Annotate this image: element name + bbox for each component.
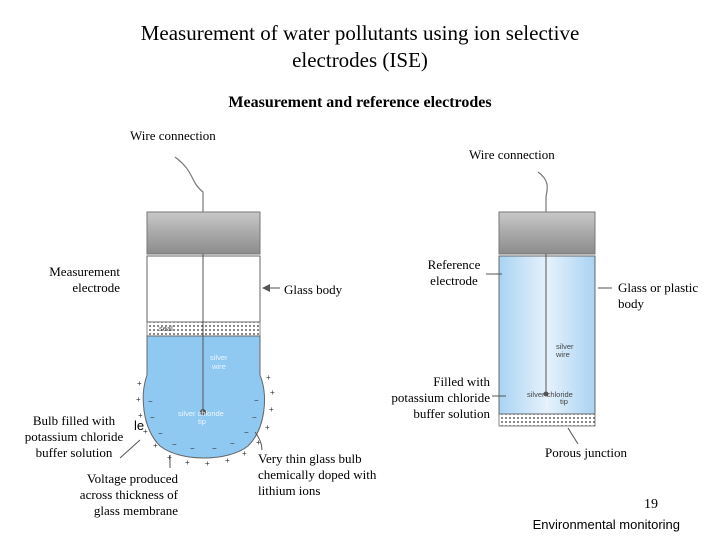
filled-with-label-line2: potassium chloride <box>391 390 490 405</box>
silver-wire-label-1: silver <box>210 353 228 362</box>
ref-silver-wire-label-1: silver <box>556 342 574 351</box>
measurement-silver-chloride-tip <box>200 409 206 415</box>
svg-text:+: + <box>269 405 274 414</box>
slide-title-line1: Measurement of water pollutants using io… <box>140 21 580 45</box>
reference-electrode: silver wire silver chloride tip <box>486 171 612 445</box>
filled-with-label-line1: Filled with <box>433 374 490 389</box>
membrane-charges: + + + + + + + + + + + + + + + − − − − − … <box>136 373 275 468</box>
svg-text:−: − <box>148 397 153 406</box>
glass-plastic-body-label: Glass or plastic body <box>618 280 698 312</box>
measurement-electrode-label: Measurement electrode <box>30 264 120 296</box>
thin-bulb-label-line3: lithium ions <box>258 483 321 498</box>
page-number: 19 <box>644 497 658 512</box>
measurement-wire-connection-label: Wire connection <box>130 128 216 143</box>
svg-text:+: + <box>270 388 275 397</box>
bulb-filled-label: Bulb filled with potassium chloride buff… <box>14 413 134 461</box>
thin-bulb-label-line1: Very thin glass bulb <box>258 451 362 466</box>
glass-body-label: Glass body <box>284 282 343 297</box>
svg-text:−: − <box>252 413 257 422</box>
reference-electrode-label-line2: electrode <box>430 273 478 288</box>
measurement-solution-bulb <box>142 335 265 459</box>
filled-with-label-line3: buffer solution <box>413 406 490 421</box>
svg-text:−: − <box>212 444 217 453</box>
svg-text:+: + <box>242 449 247 458</box>
reference-electrode-label: Reference electrode <box>412 257 496 289</box>
porous-junction-label: Porous junction <box>545 445 627 460</box>
thin-bulb-label-line2: chemically doped with <box>258 467 377 482</box>
glass-plastic-body-label-line2: body <box>618 296 644 311</box>
measurement-cap <box>146 211 261 255</box>
bulb-pointer <box>119 439 141 459</box>
svg-text:−: − <box>244 428 249 437</box>
reference-glass-body <box>498 255 596 415</box>
ref-silver-chloride-label-1: silver chloride <box>527 390 573 399</box>
svg-text:−: − <box>150 413 155 422</box>
seal-label: seal <box>159 324 173 333</box>
measurement-electrode-label-line1: Measurement <box>49 264 120 279</box>
reference-silver-chloride-tip <box>543 391 549 397</box>
svg-text:−: − <box>190 444 195 453</box>
svg-text:−: − <box>158 429 163 438</box>
bulb-filled-label-line3: buffer solution <box>35 445 113 460</box>
svg-text:−: − <box>172 440 177 449</box>
ref-silver-chloride-label-2: tip <box>560 397 568 406</box>
measurement-electrode-label-line2: electrode <box>72 280 120 295</box>
voltage-label: Voltage produced across thickness of gla… <box>48 471 178 519</box>
partial-label: le <box>134 418 145 433</box>
reference-cap <box>498 211 596 255</box>
silver-chloride-label-1: silver chloride <box>178 409 224 418</box>
svg-text:+: + <box>205 459 210 468</box>
glass-plastic-body-label-line1: Glass or plastic <box>618 280 699 295</box>
slide-subtitle: Measurement and reference electrodes <box>228 94 492 111</box>
svg-text:+: + <box>153 441 158 450</box>
reference-wire-connection-label: Wire connection <box>469 147 555 162</box>
svg-text:−: − <box>230 439 235 448</box>
thin-bulb-pointer <box>254 431 263 451</box>
svg-text:+: + <box>225 456 230 465</box>
measurement-wire <box>174 156 204 212</box>
svg-text:+: + <box>256 438 261 447</box>
svg-text:+: + <box>136 395 141 404</box>
measurement-electrode: seal silver wire silver chloride tip + +… <box>119 156 280 468</box>
svg-text:−: − <box>254 396 259 405</box>
bulb-filled-label-line1: Bulb filled with <box>32 413 116 428</box>
voltage-label-line3: glass membrane <box>93 503 178 518</box>
svg-text:+: + <box>143 427 148 436</box>
slide-title-line2: electrodes (ISE) <box>292 48 428 72</box>
svg-text:+: + <box>266 373 271 382</box>
reference-electrode-label-line1: Reference <box>427 257 481 272</box>
svg-text:+: + <box>265 423 270 432</box>
silver-chloride-label-2: tip <box>198 417 206 426</box>
thin-bulb-label: Very thin glass bulb chemically doped wi… <box>258 451 376 499</box>
ref-silver-wire-label-2: wire <box>555 350 570 359</box>
bulb-filled-label-line2: potassium chloride <box>24 429 124 444</box>
silver-wire-label-2: wire <box>211 362 226 371</box>
svg-text:+: + <box>138 411 143 420</box>
slide-title: Measurement of water pollutants using io… <box>0 20 720 74</box>
porous-junction-pointer <box>567 427 579 445</box>
voltage-label-line1: Voltage produced <box>86 471 178 486</box>
filled-with-label: Filled with potassium chloride buffer so… <box>370 374 490 422</box>
reference-porous-junction <box>498 413 596 427</box>
footer-text: Environmental monitoring <box>532 517 680 532</box>
svg-text:+: + <box>185 458 190 467</box>
reference-wire <box>537 171 548 212</box>
voltage-label-line2: across thickness of <box>79 487 178 502</box>
svg-text:+: + <box>137 379 142 388</box>
